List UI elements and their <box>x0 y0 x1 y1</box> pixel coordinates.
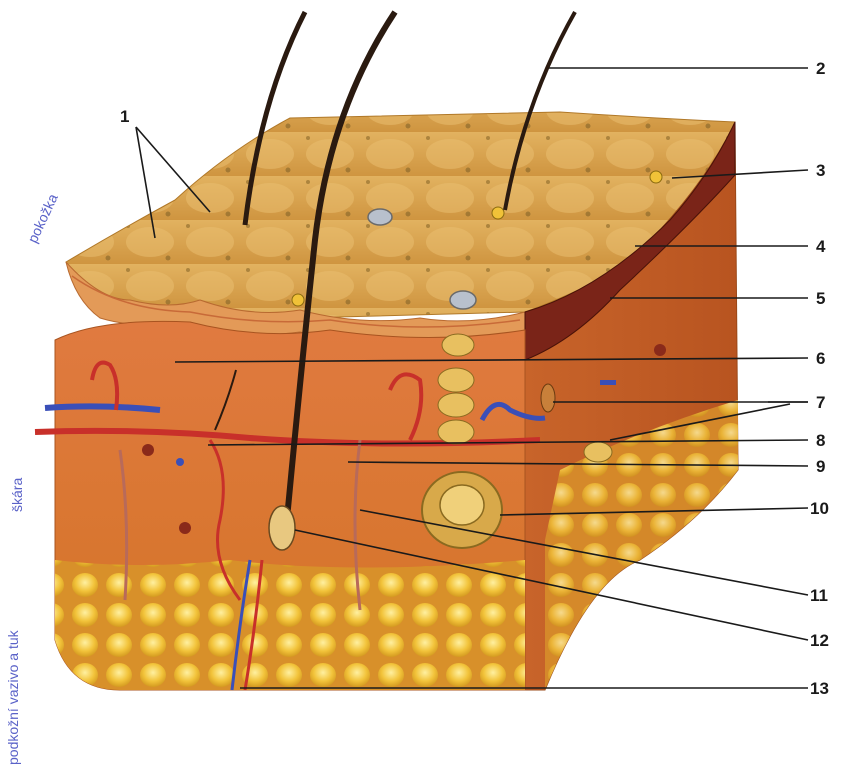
callout-1: 1 <box>120 107 129 126</box>
callout-3: 3 <box>816 161 825 180</box>
callout-2: 2 <box>816 59 825 78</box>
callout-13: 13 <box>810 679 829 698</box>
callout-11: 11 <box>810 586 828 605</box>
label-subcutis: podkožní vazivo a tuk <box>5 629 21 765</box>
callout-4: 4 <box>816 237 826 256</box>
callout-6: 6 <box>816 349 825 368</box>
callout-9: 9 <box>816 457 825 476</box>
callout-5: 5 <box>816 289 825 308</box>
callout-7: 7 <box>816 393 825 412</box>
callout-8: 8 <box>816 431 825 450</box>
callout-10: 10 <box>810 499 829 518</box>
label-epidermis: pokožka <box>24 191 61 245</box>
layer-labels: pokožka škára podkožní vazivo a tuk <box>5 191 61 765</box>
label-dermis: škára <box>9 478 25 512</box>
callout-12: 12 <box>810 631 829 650</box>
